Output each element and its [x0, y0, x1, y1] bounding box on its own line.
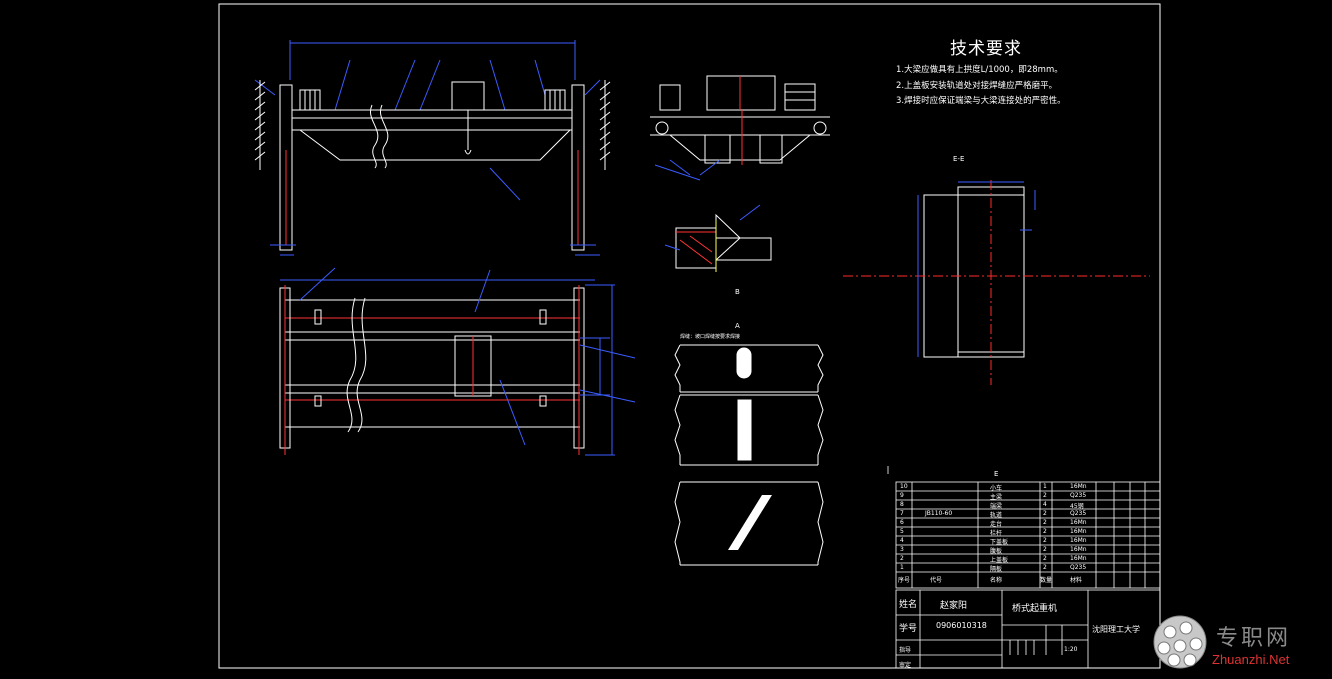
title-block-row4-label: 审定	[899, 662, 912, 669]
drawing-frame	[218, 3, 1161, 669]
parts-cell-material: 16Mn	[1070, 555, 1087, 562]
parts-cell-no: 6	[900, 519, 904, 526]
front-elevation-view	[254, 40, 611, 256]
watermark-logo-icon	[1153, 615, 1207, 669]
title-block-drawing-title: 桥式起重机	[1012, 604, 1058, 614]
parts-cell-name: 端梁	[990, 503, 1003, 510]
parts-header-name: 名称	[990, 577, 1003, 584]
parts-cell-material: 45钢	[1070, 503, 1084, 510]
parts-cell-no: 8	[900, 501, 904, 508]
parts-cell-name: 下盖板	[990, 539, 1009, 546]
parts-cell-material: Q235	[1070, 510, 1087, 517]
section-label-ee: E-E	[953, 155, 965, 163]
parts-cell-name: 走台	[990, 521, 1003, 528]
title-block-name-value: 赵家阳	[940, 601, 968, 611]
parts-header-no: 序号	[898, 577, 911, 584]
weld-note: 焊缝：坡口焊缝按要求焊接	[680, 334, 741, 340]
parts-cell-qty: 2	[1043, 519, 1047, 526]
parts-cell-name: 隔板	[990, 566, 1003, 573]
parts-cell-material: 16Mn	[1070, 537, 1087, 544]
parts-cell-code: JB110-60	[925, 510, 953, 517]
tech-requirement-line-1: 1.大梁应做具有上拱度L/1000，即28mm。	[896, 65, 1063, 75]
parts-cell-no: 7	[900, 510, 904, 517]
parts-cell-name: 腹板	[990, 548, 1003, 555]
parts-cell-material: 16Mn	[1070, 528, 1087, 535]
parts-cell-no: 4	[900, 537, 904, 544]
parts-cell-name: 栏杆	[990, 530, 1003, 537]
parts-cell-name: 小车	[990, 485, 1003, 492]
watermark-text-en: Zhuanzhi.Net	[1212, 652, 1290, 667]
parts-cell-qty: 1	[1043, 483, 1047, 490]
parts-cell-no: 5	[900, 528, 904, 535]
tech-requirement-line-3: 3.焊接时应保证端梁与大梁连接处的严密性。	[896, 96, 1066, 106]
parts-cell-no: 1	[900, 564, 904, 571]
parts-cell-no: 10	[900, 483, 908, 490]
plan-view	[279, 267, 636, 456]
detail-b-weld	[664, 204, 772, 272]
parts-header-material: 材料	[1070, 577, 1083, 584]
parts-cell-qty: 2	[1043, 537, 1047, 544]
parts-cell-name: 上盖板	[990, 557, 1009, 564]
parts-cell-qty: 2	[1043, 555, 1047, 562]
tech-requirements-title: 技术要求	[950, 39, 1022, 59]
title-block-name-label: 姓名	[899, 600, 918, 610]
parts-cell-name: 主梁	[990, 494, 1003, 501]
title-block-row3-label: 指导	[899, 647, 912, 654]
section-label-b: B	[735, 288, 740, 296]
parts-cell-material: 16Mn	[1070, 519, 1087, 526]
parts-cell-qty: 4	[1043, 501, 1047, 508]
title-block-scale: 1:20	[1064, 646, 1078, 653]
parts-cell-qty: 2	[1043, 492, 1047, 499]
tech-requirement-line-2: 2.上盖板安装轨道处对接焊缝应严格磨平。	[896, 81, 1058, 91]
parts-cell-qty: 2	[1043, 528, 1047, 535]
title-block-school: 沈阳理工大学	[1092, 625, 1140, 634]
parts-cell-name: 轨道	[990, 512, 1003, 519]
parts-cell-qty: 2	[1043, 564, 1047, 571]
parts-cell-material: Q235	[1070, 492, 1087, 499]
side-elevation-view	[650, 75, 830, 181]
parts-cell-no: 3	[900, 546, 904, 553]
detail-a-weld-seams	[674, 344, 824, 566]
title-block-id-value: 0906010318	[936, 621, 987, 630]
parts-cell-material: 16Mn	[1070, 546, 1087, 553]
parts-cell-qty: 2	[1043, 546, 1047, 553]
parts-header-code: 代号	[930, 577, 943, 584]
section-e-e	[843, 180, 1150, 385]
title-block-id-label: 学号	[899, 624, 918, 634]
parts-cell-qty: 2	[1043, 510, 1047, 517]
parts-cell-no: 9	[900, 492, 904, 499]
parts-table-grid	[887, 466, 1161, 589]
parts-header-qty: 数量	[1040, 577, 1053, 584]
parts-cell-material: 16Mn	[1070, 483, 1087, 490]
section-label-a: A	[735, 322, 740, 330]
section-label-e: E	[994, 470, 999, 478]
parts-cell-no: 2	[900, 555, 904, 562]
parts-cell-material: Q235	[1070, 564, 1087, 571]
watermark-text-cn: 专职网	[1216, 626, 1292, 651]
